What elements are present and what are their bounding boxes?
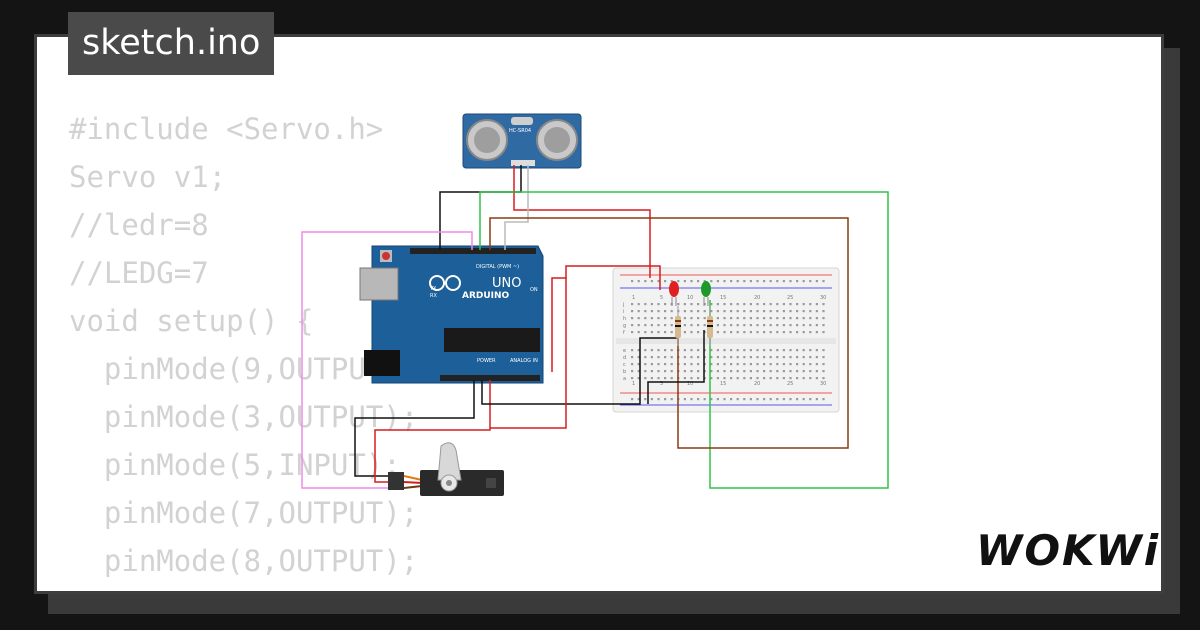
svg-text:b: b xyxy=(623,369,626,375)
breadboard-col-label: 25 xyxy=(787,381,793,387)
breadboard-column-labels: 1 5 10 15 20 25 30 1 5 10 15 20 25 30 xyxy=(632,295,826,387)
svg-text:a: a xyxy=(623,376,626,382)
code-line: void setup() { xyxy=(69,304,314,338)
breadboard-row-labels: j i h g f e d c b a xyxy=(622,302,626,382)
svg-text:i: i xyxy=(623,309,624,315)
svg-text:RX: RX xyxy=(430,293,437,299)
svg-text:d: d xyxy=(623,355,626,361)
arduino-logo-icon xyxy=(429,275,445,291)
breadboard-col-label: 1 xyxy=(632,381,635,387)
svg-text:j: j xyxy=(622,302,624,308)
breadboard-col-label: 20 xyxy=(754,381,760,387)
code-line: pinMode(8,OUTPUT); xyxy=(69,544,419,578)
analog-label: ANALOG IN xyxy=(510,358,538,364)
green-led xyxy=(701,281,711,306)
breadboard-col-label: 25 xyxy=(787,295,793,301)
wokwi-logo: WOKWi xyxy=(976,526,1161,575)
digital-header xyxy=(410,248,536,254)
resistor xyxy=(707,306,713,346)
power-analog-header xyxy=(440,375,540,381)
digital-label: DIGITAL (PWM ~) xyxy=(476,264,519,270)
wires xyxy=(301,165,889,489)
breadboard: 1 5 10 15 20 25 30 1 5 10 15 20 25 30 j … xyxy=(612,267,840,413)
breadboard-col-label: 5 xyxy=(660,381,663,387)
svg-text:c: c xyxy=(623,362,626,368)
code-line: pinMode(7,OUTPUT); xyxy=(69,496,419,530)
power-label: POWER xyxy=(477,358,496,364)
svg-text:h: h xyxy=(623,316,626,322)
sensor-label: HC-SR04 xyxy=(509,128,531,134)
preview-card: #include <Servo.h> Servo v1; //ledr=8 //LED… xyxy=(34,34,1164,594)
sketch-title: sketch.ino xyxy=(68,12,275,75)
usb-port xyxy=(359,267,399,301)
code-preview: #include <Servo.h> Servo v1; //ledr=8 //LED… xyxy=(69,105,471,591)
code-line: //LEDG=7 xyxy=(69,256,209,290)
servo-horn-icon xyxy=(437,442,462,481)
svg-text:g: g xyxy=(623,323,626,329)
breadboard-col-label: 10 xyxy=(687,381,693,387)
breadboard-col-label: 5 xyxy=(660,295,663,301)
servo-motor xyxy=(388,442,504,496)
board-model: UNO xyxy=(492,276,521,291)
ultrasonic-sensor: HC-SR04 xyxy=(462,113,582,169)
code-line: pinMode(3,OUTPUT); xyxy=(69,400,419,434)
breadboard-col-label: 10 xyxy=(687,295,693,301)
breadboard-col-label: 30 xyxy=(820,381,826,387)
svg-text:ON: ON xyxy=(530,287,538,293)
microcontroller-chip xyxy=(444,328,540,352)
breadboard-col-label: 20 xyxy=(754,295,760,301)
code-line: pinMode(5,INPUT); xyxy=(69,448,401,482)
svg-text:TX: TX xyxy=(429,286,437,292)
board-name: ARDUINO xyxy=(462,291,510,301)
breadboard-col-label: 15 xyxy=(720,295,726,301)
power-jack xyxy=(364,350,400,376)
breadboard-col-label: 30 xyxy=(820,295,826,301)
arduino-uno-board: ARDUINO UNO DIGITAL (PWM ~) POWER ANALOG… xyxy=(359,245,544,384)
svg-text:f: f xyxy=(623,330,625,336)
svg-text:e: e xyxy=(623,348,626,354)
resistor xyxy=(675,306,681,346)
red-led xyxy=(669,281,679,306)
code-line: Servo v1; xyxy=(69,160,227,194)
breadboard-col-label: 15 xyxy=(720,381,726,387)
code-line: //ledr=8 xyxy=(69,208,209,242)
code-line: #include <Servo.h> xyxy=(69,112,384,146)
breadboard-col-label: 1 xyxy=(632,295,635,301)
